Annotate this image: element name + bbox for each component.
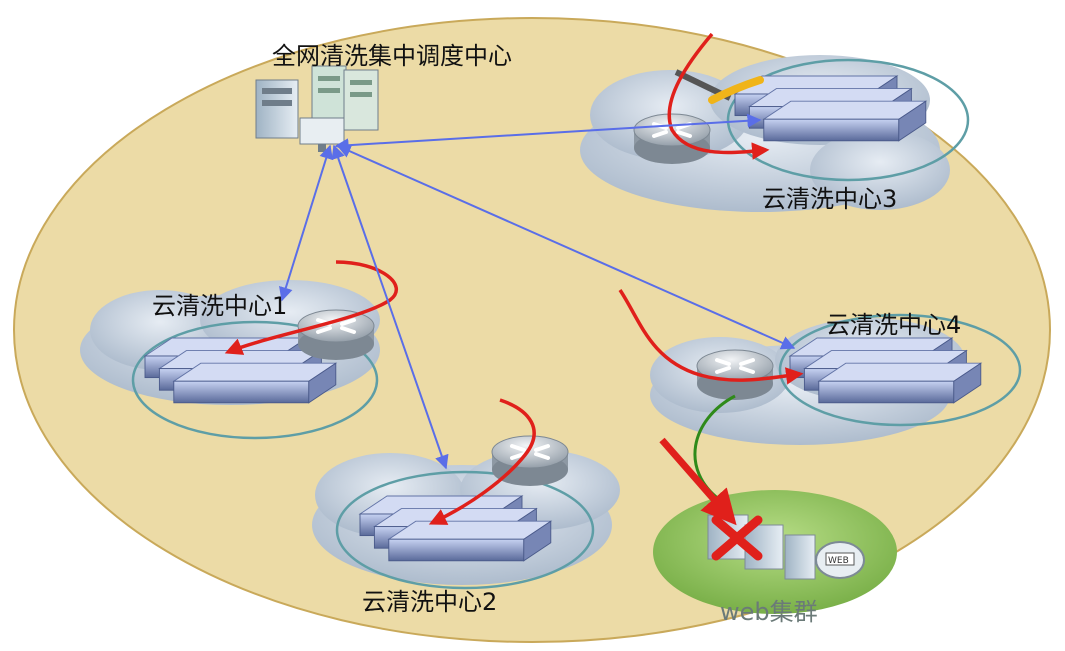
cluster-label: web集群 — [720, 598, 818, 626]
web-cluster: WEB web集群 — [653, 437, 897, 626]
router-icon — [632, 112, 712, 166]
center-label: 云清洗中心1 — [152, 292, 287, 320]
center-label: 云清洗中心3 — [762, 185, 897, 213]
router-icon — [296, 308, 376, 362]
center-label: 云清洗中心4 — [826, 311, 961, 339]
blocked-attack-arrow — [659, 437, 737, 526]
redirect-arrow — [708, 76, 764, 104]
link-to-center-1 — [279, 144, 333, 302]
cleaning-ring — [778, 313, 1022, 427]
center-label: 云清洗中心2 — [362, 588, 497, 616]
cleaning-center-2: 云清洗中心2 — [312, 398, 620, 616]
dispatch-center: 全网清洗集中调度中心 — [255, 42, 512, 152]
web-icon: WEB — [815, 541, 865, 579]
router-icon — [695, 348, 775, 402]
cleaning-device-stack — [359, 495, 552, 562]
blocked-x-icon — [711, 515, 763, 561]
svg-text:WEB: WEB — [828, 556, 849, 566]
link-to-center-4 — [336, 144, 796, 350]
dispatch-center-label: 全网清洗集中调度中心 — [272, 42, 512, 70]
cleaning-ring — [335, 470, 595, 590]
server-icon — [707, 514, 816, 580]
cleaning-device-stack — [734, 75, 927, 142]
link-to-center-3 — [334, 113, 762, 153]
control-links — [279, 113, 796, 470]
cleaning-device-stack — [789, 337, 982, 404]
attack-flow — [428, 398, 536, 525]
cleaning-center-4: 云清洗中心4 — [618, 289, 1022, 523]
